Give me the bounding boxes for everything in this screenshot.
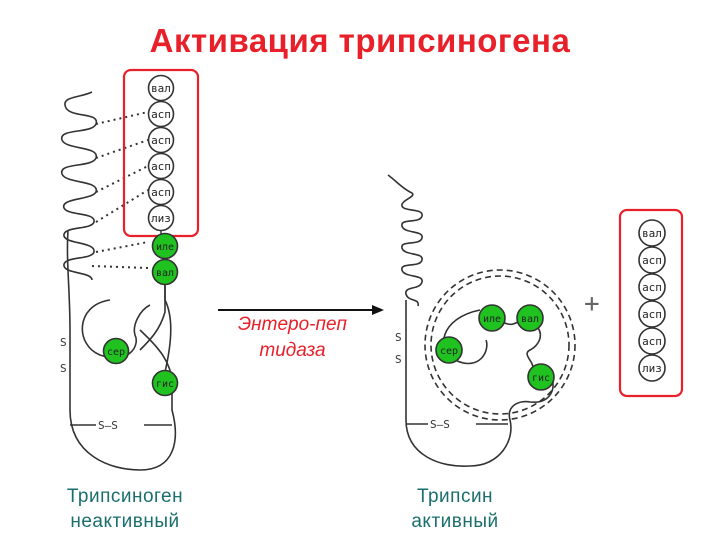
left-peptide-residue-5-circle [147,204,175,232]
trypsin-caption-line1: Трипсин [416,486,494,507]
right-peptide-residue-0-circle [638,219,666,247]
right-s2: S [395,353,402,366]
left-residue-0-label: иле [156,242,174,253]
right-peptide-box [618,208,684,398]
right-ss: S—S [430,418,450,431]
his-loop [526,319,542,373]
right-peptide-residue-2-label: асп [642,281,662,294]
right-residue-3-label: гис [532,373,550,384]
left-residue-2-circle [102,337,130,365]
right-peptide-chain: вал асп асп асп асп лиз [638,219,666,382]
trypsin-backbone [405,300,554,467]
right-peptide-residue-4-circle [638,327,666,355]
active-site-ring-inner [430,275,570,415]
right-peptide-residue-4-label: асп [642,335,662,348]
right-peptide-residue-1-label: асп [642,254,662,267]
page-title: Активация трипсиногена [149,22,571,59]
left-peptide-residue-4-circle [147,178,175,206]
enzyme-label: Энтеро-пеп тидаза [205,312,380,364]
plus-sign: + [584,289,600,319]
right-residue-3-circle [527,363,555,391]
left-peptide-residue-5-label: лиз [151,212,171,225]
left-s1: S [60,336,67,349]
left-peptide-residue-0-label: вал [151,82,171,95]
right-residue-1-label: вал [521,314,539,325]
left-residue-3-label: гис [156,379,174,390]
right-peptide-residue-3-circle [638,300,666,328]
trypsinogen-caption-line2: неактивный [70,511,180,532]
enzyme-label-line2: тидаза [259,340,326,361]
left-ss: S—S [98,419,118,432]
right-residue-2-label: сер [440,346,458,357]
right-peptide-residue-5-circle [638,354,666,382]
left-peptide-residue-3-label: асп [151,160,171,173]
right-residue-0-label: иле [483,314,501,325]
left-residue-2-label: сер [107,347,125,358]
right-residues: иле вал сер гис [435,304,555,391]
left-peptide-residue-4-label: асп [151,186,171,199]
trypsin-caption: Трипсин активный [365,484,545,534]
right-peptide-residue-1-circle [638,246,666,274]
left-peptide-residue-3-circle [147,152,175,180]
trypsinogen-caption-line1: Трипсиноген [66,486,184,507]
left-peptide-chain: вал асп асп асп асп лиз [147,74,175,232]
right-residue-0-circle [478,304,506,332]
peptide-bonds [91,111,149,269]
trypsin-helix [387,174,423,307]
left-peptide-residue-1-circle [147,100,175,128]
right-peptide-residue-3-label: асп [642,308,662,321]
trypsinogen-caption: Трипсиноген неактивный [30,484,220,534]
left-peptide-residue-0-circle [147,74,175,102]
right-peptide-residue-2-circle [638,273,666,301]
right-peptide-residue-5-label: лиз [642,362,662,375]
left-residues: иле вал сер гис [102,232,179,397]
left-residue-1-circle [151,258,179,286]
right-residue-2-circle [435,336,463,364]
left-peptide-residue-2-circle [147,126,175,154]
active-site-ring-outer [424,269,576,421]
left-peptide-residue-2-label: асп [151,134,171,147]
left-residue-1-label: вал [156,268,174,279]
left-s2: S [60,362,67,375]
right-s1: S [395,331,402,344]
left-residue-0-circle [151,232,179,260]
right-residue-1-circle [516,304,544,332]
left-residue-3-circle [151,369,179,397]
left-peptide-residue-1-label: асп [151,108,171,121]
right-peptide-residue-0-label: вал [642,227,662,240]
activation-arrow [218,305,384,315]
enzyme-label-line1: Энтеро-пеп [238,314,347,335]
trypsin-caption-line2: активный [411,511,499,532]
